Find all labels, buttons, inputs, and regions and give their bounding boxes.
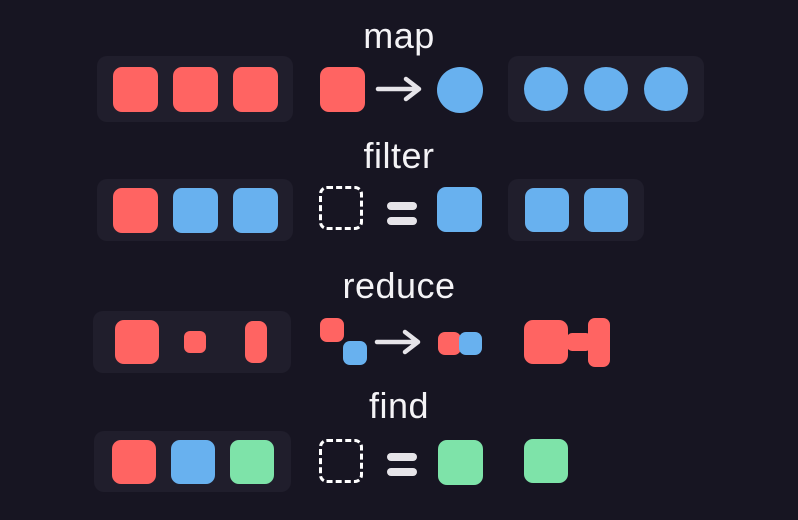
filter-label: filter <box>363 135 435 176</box>
red-square <box>112 66 158 112</box>
map-operand-red-square <box>320 67 365 112</box>
blue-circle <box>644 67 688 111</box>
reduce-result-blue-square <box>459 332 482 355</box>
red-rect-tall <box>245 321 267 363</box>
merged-tall-rect <box>588 318 610 367</box>
red-square-small <box>184 331 206 353</box>
red-square <box>172 66 218 112</box>
blue-square <box>170 439 215 484</box>
equals-icon <box>387 453 417 476</box>
red-square-large <box>115 320 159 364</box>
reduce-result-red-square <box>438 332 461 355</box>
blue-square <box>232 187 278 233</box>
empty-dashed-square <box>319 439 363 483</box>
arrow-right-icon <box>375 76 425 107</box>
reduce-input-panel <box>93 311 291 373</box>
arrow-right-icon <box>374 329 424 360</box>
red-square <box>232 66 278 112</box>
blue-circle <box>524 67 568 111</box>
filter-input-panel <box>97 179 293 241</box>
equals-icon <box>387 202 417 225</box>
find-label: find <box>368 385 430 426</box>
find-predicate-green-square <box>438 440 483 485</box>
find-result-green-square <box>524 439 568 483</box>
map-result-blue-circle <box>437 67 483 113</box>
map-output-panel <box>508 56 704 122</box>
map-input-panel <box>97 56 293 122</box>
empty-dashed-square <box>319 186 363 230</box>
blue-square <box>524 188 569 232</box>
merged-big-square <box>524 320 568 364</box>
blue-square <box>172 187 218 233</box>
filter-predicate-blue-square <box>437 187 482 232</box>
reduce-operand-red-square <box>320 318 344 342</box>
reduce-merged-shape <box>524 318 610 367</box>
red-square <box>111 439 156 484</box>
blue-square <box>583 188 628 232</box>
filter-output-panel <box>508 179 644 241</box>
reduce-label: reduce <box>342 265 456 306</box>
blue-circle <box>584 67 628 111</box>
green-square <box>229 439 274 484</box>
map-label: map <box>363 15 435 56</box>
find-input-panel <box>94 431 291 492</box>
merged-bridge <box>567 333 591 351</box>
red-square <box>112 187 158 233</box>
reduce-operand-blue-square <box>343 341 367 365</box>
